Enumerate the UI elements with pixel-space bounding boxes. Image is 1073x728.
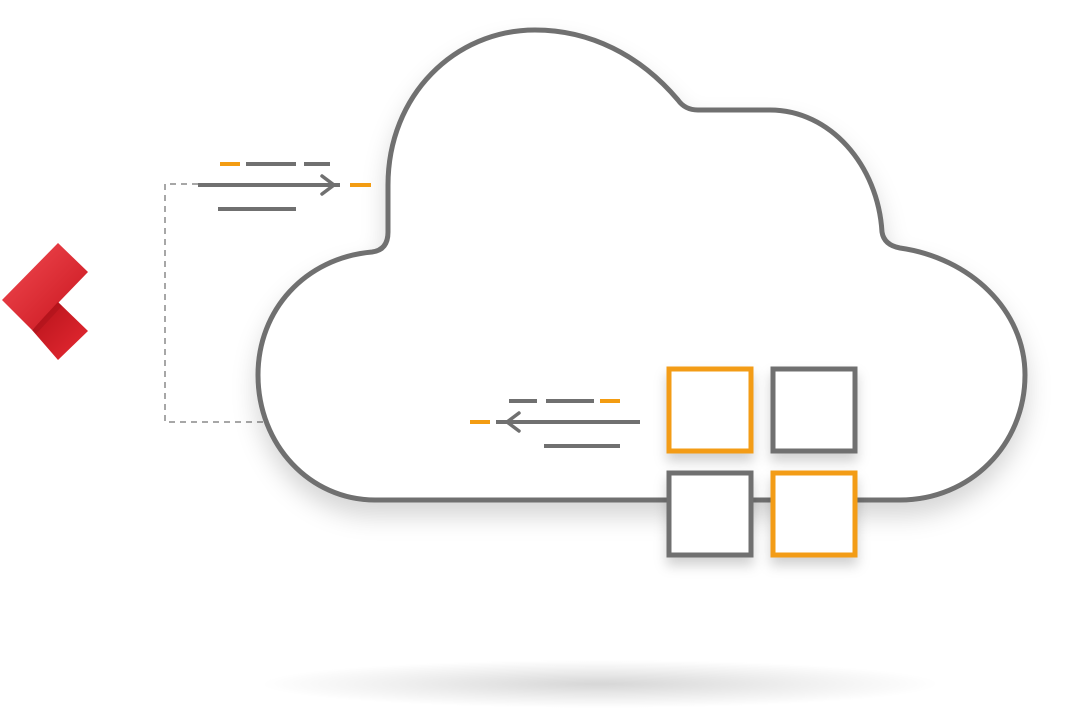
cloud-icon (255, 27, 1028, 503)
inbound-flow (470, 399, 640, 448)
arrow-left-icon (505, 411, 521, 433)
ground-shadow (260, 660, 940, 708)
app-tile-orange (770, 470, 858, 558)
outbound-flow (198, 162, 371, 211)
red-chevron-logo-icon (2, 243, 88, 360)
app-grid-icon (666, 366, 858, 558)
app-tile-gray (770, 366, 858, 454)
arrow-right-icon (320, 174, 336, 196)
app-tile-orange (666, 366, 754, 454)
app-tile-gray (666, 470, 754, 558)
